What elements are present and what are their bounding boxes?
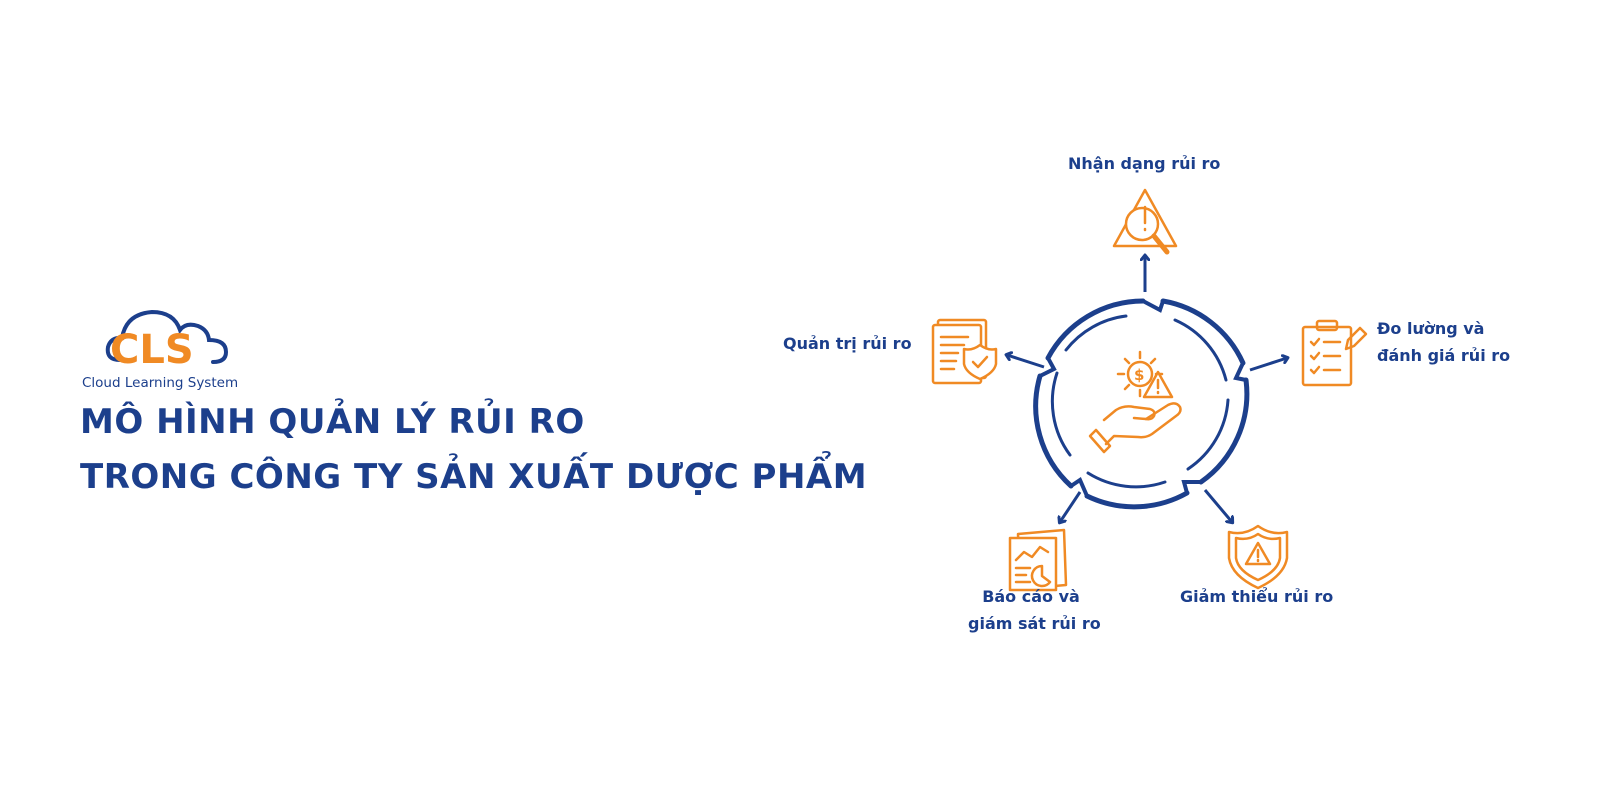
svg-text:$: $: [1134, 366, 1144, 384]
shield-warning-icon: [1227, 524, 1289, 590]
logo-tagline: Cloud Learning System: [82, 375, 239, 391]
clipboard-checklist-icon: [1301, 319, 1368, 387]
arrow-measure: [1249, 358, 1287, 372]
hand-gear-warning-icon: $: [1088, 350, 1182, 454]
outer-ring: [1033, 298, 1250, 510]
report-chart-icon: [1008, 528, 1068, 592]
cloud-icon: CLS: [105, 309, 229, 373]
warning-magnifier-icon: [1112, 188, 1178, 255]
page-title-line1: MÔ HÌNH QUẢN LÝ RỦI RO: [80, 402, 585, 442]
inner-ring: [1050, 314, 1230, 489]
node-label-identify: Nhận dạng rủi ro: [1068, 154, 1221, 173]
node-label-measure: Đo lường và đánh giá rủi ro: [1377, 319, 1511, 365]
node-label-report: Báo cáo và giám sát rủi ro: [968, 587, 1101, 633]
node-label-mitigate: Giảm thiểu rủi ro: [1180, 587, 1334, 606]
node-label-govern: Quản trị rủi ro: [783, 334, 912, 353]
arrow-govern: [1007, 355, 1045, 369]
logo-text: CLS: [110, 327, 194, 373]
arrow-report: [1060, 491, 1082, 522]
brand-logo: CLS Cloud Learning System: [80, 300, 270, 395]
document-shield-icon: [931, 318, 998, 385]
arrow-mitigate: [1203, 489, 1232, 522]
page-title-line2: TRONG CÔNG TY SẢN XUẤT DƯỢC PHẨM: [80, 457, 868, 497]
